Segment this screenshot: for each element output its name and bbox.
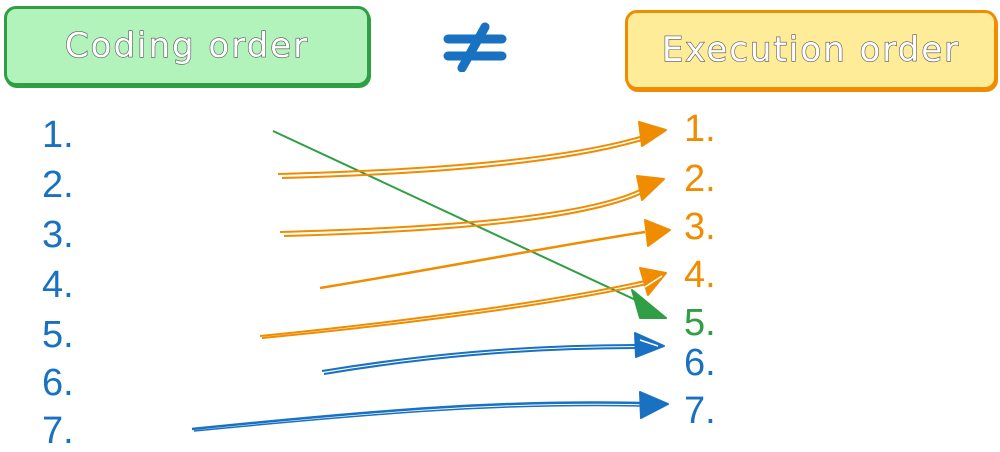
execution-order-header: Execution order [625,10,997,90]
execution-item-3: 3. [684,206,716,248]
execution-order-title: Execution order [661,29,961,70]
arrow-2-to-1 [277,121,667,179]
execution-item-1: 1. [684,108,716,150]
execution-item-7: 7. [684,390,716,432]
mapping-arrows [191,121,671,432]
arrow-4-to-3 [319,219,671,290]
coding-item-2: 2. [42,164,74,206]
coding-item-5: 5. [42,314,74,356]
arrow-5-to-4 [259,267,667,339]
execution-item-4: 4. [684,254,716,296]
not-equal-icon [443,22,507,72]
arrow-1-to-5 [272,130,667,319]
coding-order-title: Coding order [64,25,310,66]
arrow-7-to-7 [191,391,669,432]
execution-item-5: 5. [684,302,716,344]
coding-item-6: 6. [42,362,74,404]
execution-item-6: 6. [684,342,716,384]
execution-item-2: 2. [684,158,716,200]
coding-item-1: 1. [42,114,74,156]
arrow-3-to-2 [279,175,665,237]
coding-item-4: 4. [42,264,74,306]
coding-order-header: Coding order [4,6,370,86]
coding-item-3: 3. [42,214,74,256]
arrow-6-to-6 [321,332,665,375]
